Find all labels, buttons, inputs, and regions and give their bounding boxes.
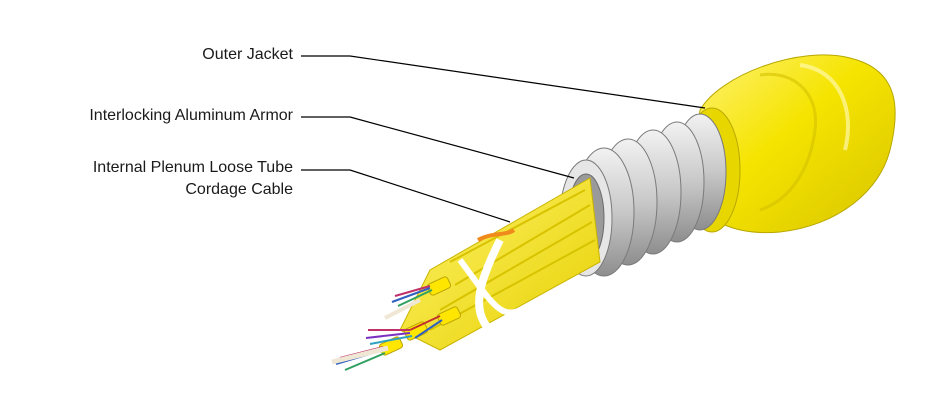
leader-lines xyxy=(301,55,706,223)
armor-label: Interlocking Aluminum Armor xyxy=(89,107,293,124)
cordage-cable-label: Internal Plenum Loose Tube Cordage Cable xyxy=(92,159,293,198)
fiber-subunits xyxy=(331,276,462,371)
outer-jacket-label: Outer Jacket xyxy=(202,46,293,63)
cordage-bundle xyxy=(399,177,601,351)
